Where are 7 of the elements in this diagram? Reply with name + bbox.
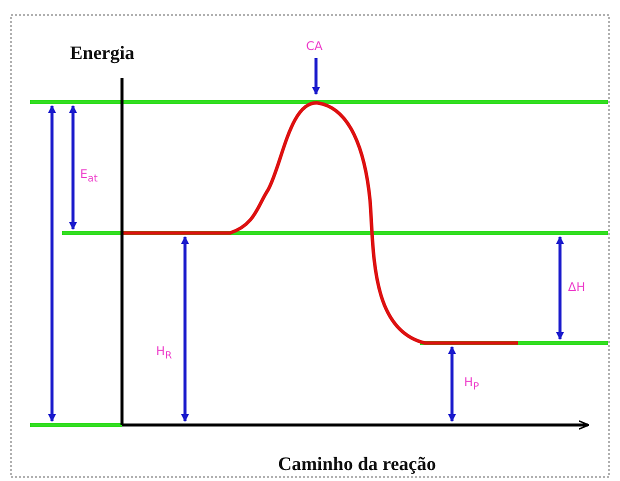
dimension-label: H$_{R}$ <box>156 345 172 362</box>
dimension-label: ΔH <box>568 281 586 293</box>
axis-title: Caminho da reação <box>278 455 436 474</box>
dimension-label: H$_{P}$ <box>464 376 480 392</box>
peak-label: CA <box>306 40 323 52</box>
axis-title: Energia <box>70 44 134 63</box>
dimension-label: E$_{at}$ <box>80 168 98 184</box>
